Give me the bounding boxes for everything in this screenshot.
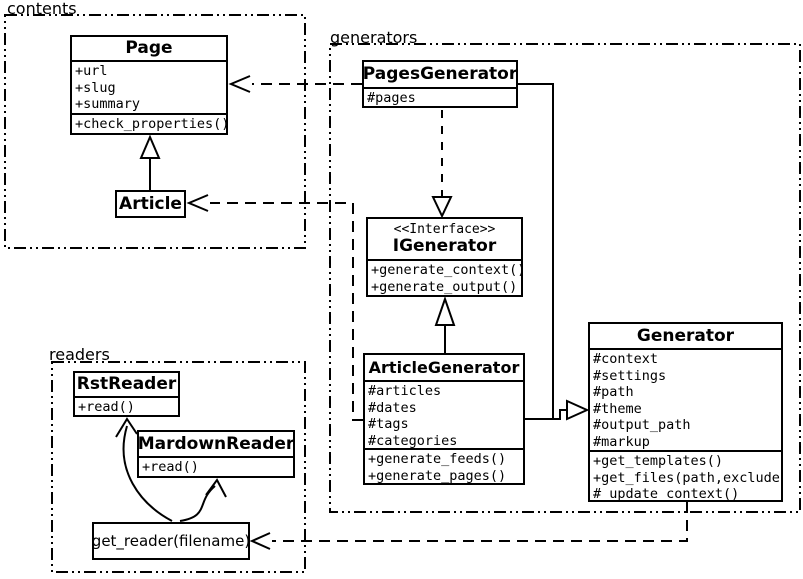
class-methods-markdown-reader: +read() xyxy=(142,459,199,475)
class-box-article-generator: ArticleGenerator #articles #dates #tags … xyxy=(363,353,525,485)
package-border-readers xyxy=(51,361,306,573)
edge-articlegenerator-depends-article xyxy=(186,194,363,421)
edge-getreader-to-markdownreader xyxy=(179,478,227,522)
class-title-markdown-reader: MardownReader xyxy=(138,432,294,458)
class-stereotype-igenerator: <<Interface>> xyxy=(393,221,496,237)
class-title-igenerator: <<Interface>> IGenerator xyxy=(368,219,521,261)
function-box-get-reader: get_reader(filename) xyxy=(92,522,250,560)
class-methods-generator: +get_templates() +get_files(path,exclude… xyxy=(590,450,781,500)
class-methods-igenerator: +generate_context() +generate_output() xyxy=(371,262,521,295)
class-attributes-pages-generator: #pages xyxy=(367,90,416,106)
class-methods-rst-reader: +read() xyxy=(78,399,135,415)
edge-generator-depends-getreader xyxy=(249,502,688,550)
edge-generators-inherit-generator xyxy=(518,83,590,421)
class-box-generator: Generator #context #settings #path #them… xyxy=(588,322,783,502)
class-box-rst-reader: RstReader +read() xyxy=(73,371,180,417)
package-border-generators xyxy=(329,43,801,513)
class-attributes-generator: #context #settings #path #theme #output_… xyxy=(593,351,691,450)
class-title-generator: Generator xyxy=(590,324,781,350)
class-title-page: Page xyxy=(72,37,226,62)
edge-pagesgenerator-realizes-igenerator xyxy=(431,110,453,219)
package-border-contents xyxy=(4,14,306,249)
class-methods-page: +check_properties() xyxy=(72,113,226,133)
class-title-article: Article xyxy=(119,193,182,214)
class-attributes-page: +url +slug +summary xyxy=(75,63,141,112)
class-methods-article-generator: +generate_feeds() +generate_pages() xyxy=(365,448,523,483)
class-box-markdown-reader: MardownReader +read() xyxy=(137,430,295,478)
class-title-pages-generator: PagesGenerator xyxy=(363,62,517,89)
edge-getreader-to-rstreader xyxy=(115,417,173,522)
class-box-igenerator: <<Interface>> IGenerator +generate_conte… xyxy=(366,217,523,297)
class-title-article-generator: ArticleGenerator xyxy=(365,355,523,382)
edge-article-inherits-page xyxy=(139,134,161,190)
class-name-igenerator: IGenerator xyxy=(392,235,497,256)
package-label-readers: readers xyxy=(49,345,110,364)
package-label-generators: generators xyxy=(330,28,418,47)
package-label-contents: contents xyxy=(7,0,77,18)
class-title-rst-reader: RstReader xyxy=(75,373,178,398)
edge-pagesgenerator-depends-page xyxy=(228,75,362,93)
class-box-page: Page +url +slug +summary +check_properti… xyxy=(70,35,228,135)
class-box-pages-generator: PagesGenerator #pages xyxy=(362,60,518,108)
edge-articlegenerator-realizes-igenerator xyxy=(434,295,456,353)
class-box-article: Article xyxy=(115,190,186,218)
class-attributes-article-generator: #articles #dates #tags #categories xyxy=(368,383,458,448)
